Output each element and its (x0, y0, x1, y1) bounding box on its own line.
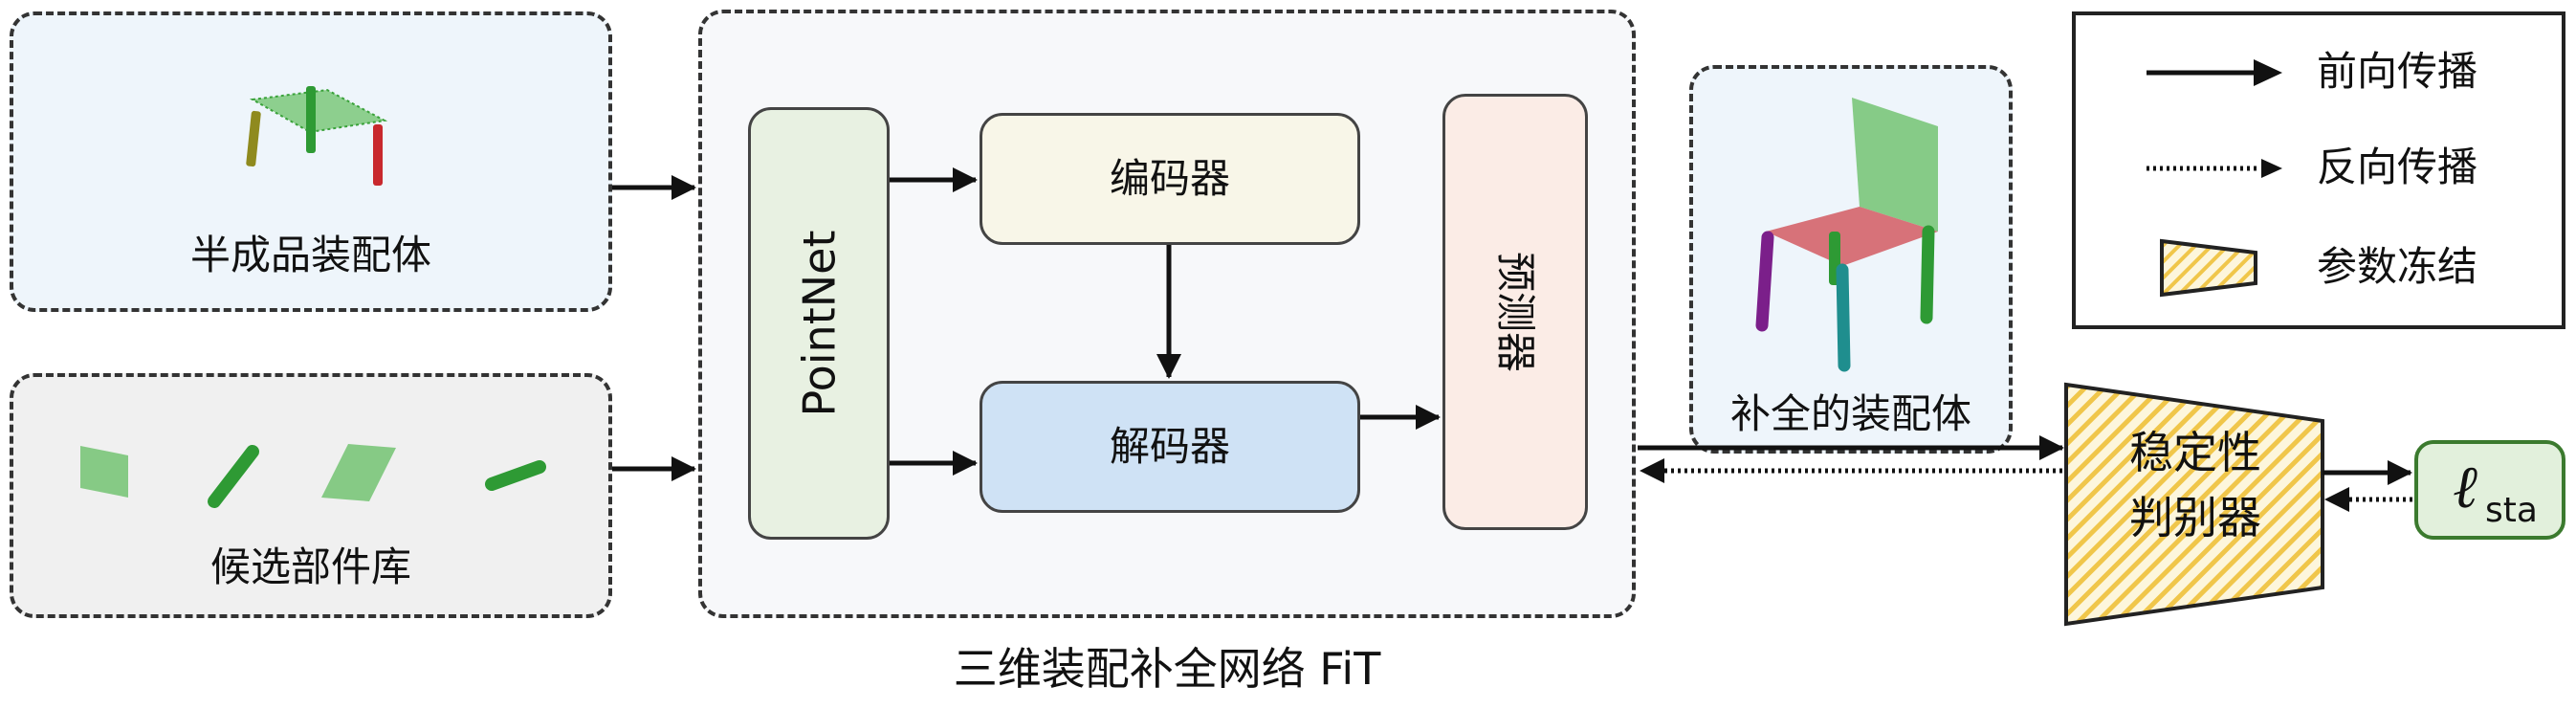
decoder-block: 解码器 (980, 381, 1360, 513)
discriminator-line1: 稳定性 (2129, 427, 2261, 478)
candidate-library-label: 候选部件库 (209, 543, 411, 590)
loss-symbol: ℓ (2453, 452, 2477, 521)
loss-subscript: sta (2485, 491, 2538, 530)
encoder-label: 编码器 (1109, 155, 1230, 202)
legend-forward-arrow (2147, 59, 2282, 86)
stability-discriminator-shape (2064, 382, 2324, 627)
partial-assembly-label: 半成品装配体 (189, 232, 431, 278)
partial-assembly-pointcloud (246, 86, 388, 186)
completed-assembly-panel: 补全的装配体 (1689, 65, 2013, 454)
stability-loss-box: ℓ sta (2414, 440, 2565, 540)
legend-forward-label: 前向传播 (2317, 48, 2478, 95)
legend: 前向传播 反向传播 参数冻结 (2072, 11, 2565, 329)
network-title: 三维装配补全网络 FiT (953, 643, 1381, 695)
completed-chair-pointcloud (1755, 98, 1938, 372)
legend-backward-arrow (2147, 159, 2282, 178)
partial-assembly-panel: 半成品装配体 (10, 11, 612, 312)
legend-frozen-label: 参数冻结 (2317, 243, 2478, 290)
predictor-block: 预测器 (1442, 94, 1588, 530)
pointnet-block: PointNet (748, 107, 890, 540)
completed-assembly-label: 补全的装配体 (1729, 390, 1971, 437)
candidate-parts-pointclouds (80, 444, 546, 508)
legend-frozen-swatch (2160, 238, 2257, 298)
candidate-library-panel: 候选部件库 (10, 373, 612, 618)
encoder-block: 编码器 (980, 113, 1360, 245)
decoder-label: 解码器 (1109, 423, 1230, 470)
discriminator-line2: 判别器 (2129, 492, 2261, 543)
legend-backward-label: 反向传播 (2317, 144, 2478, 190)
